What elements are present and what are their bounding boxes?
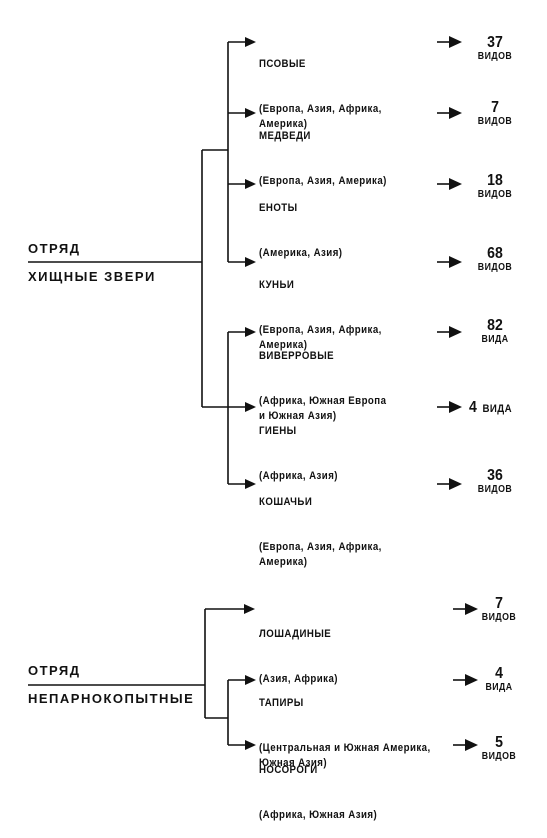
arrowhead-icon	[449, 256, 462, 268]
arrowhead-icon	[245, 257, 256, 267]
species-count-number: 7	[491, 99, 499, 116]
family-region: (Африка, Южная Европа и Южная Азия)	[259, 395, 387, 422]
family-block: ЕНОТЫ (Америка, Азия)	[259, 171, 342, 276]
species-count: 4 ВИДА	[475, 666, 523, 694]
species-count-number: 4	[495, 665, 503, 682]
species-count-unit: ВИДА	[485, 682, 513, 693]
arrowhead-icon	[449, 36, 462, 48]
species-count: 7 ВИДОВ	[475, 596, 523, 624]
family-name: ВИВЕРРОВЫЕ	[259, 350, 335, 362]
family-block: КОШАЧЬИ (Европа, Азия, Африка, Америка)	[259, 465, 382, 585]
arrowhead-icon	[245, 327, 256, 337]
family-block: ТАПИРЫ (Центральная и Южная Америка, Южн…	[259, 666, 431, 786]
species-count-unit: ВИДОВ	[477, 51, 513, 62]
family-name: КОШАЧЬИ	[259, 496, 313, 508]
family-region: (Африка, Южная Азия)	[259, 809, 378, 821]
family-block: ЛОШАДИНЫЕ (Азия, Африка)	[259, 597, 338, 702]
species-count-number: 68	[487, 245, 503, 262]
species-count-number: 4	[468, 399, 477, 416]
species-count-unit: ВИДОВ	[481, 751, 517, 762]
arrowhead-icon	[245, 179, 256, 189]
arrowhead-icon	[465, 603, 478, 615]
arrowhead-icon	[465, 674, 478, 686]
order-label: ОТРЯД	[28, 241, 81, 256]
species-count-unit: ВИДОВ	[477, 484, 513, 495]
family-region: (Европа, Азия, Африка, Америка)	[259, 541, 382, 568]
family-region: (Азия, Африка)	[259, 673, 338, 685]
family-name: ПСОВЫЕ	[259, 58, 306, 70]
species-count-unit: ВИДА	[481, 334, 509, 345]
species-count: 4 ВИДА	[469, 399, 512, 417]
species-count-number: 18	[487, 172, 503, 189]
family-block: МЕДВЕДИ (Европа, Азия, Америка)	[259, 99, 387, 204]
species-count: 68 ВИДОВ	[470, 246, 519, 274]
family-name: НОСОРОГИ	[259, 764, 318, 776]
species-count: 7 ВИДОВ	[470, 100, 519, 128]
species-count-unit: ВИДОВ	[477, 262, 513, 273]
species-count-unit: ВИДОВ	[477, 116, 513, 127]
family-block: ГИЕНЫ (Африка, Азия)	[259, 394, 338, 499]
species-count-unit: ВИДА	[482, 403, 513, 415]
family-name: ЕНОТЫ	[259, 202, 298, 214]
species-count: 82 ВИДА	[470, 318, 519, 346]
arrowhead-icon	[449, 178, 462, 190]
order-name: НЕПАРНОКОПЫТНЫЕ	[28, 691, 195, 706]
family-name: КУНЬИ	[259, 279, 295, 291]
family-region: (Америка, Азия)	[259, 247, 343, 259]
species-count: 36 ВИДОВ	[470, 468, 519, 496]
arrowhead-icon	[449, 107, 462, 119]
order-label: ОТРЯД	[28, 663, 81, 678]
family-region: (Европа, Азия, Африка, Америка)	[259, 103, 382, 130]
species-count-number: 36	[487, 467, 503, 484]
family-block: ПСОВЫЕ (Европа, Азия, Африка, Америка)	[259, 27, 382, 147]
arrowhead-icon	[245, 740, 256, 750]
species-count-unit: ВИДОВ	[481, 612, 517, 623]
family-name: ГИЕНЫ	[259, 425, 297, 437]
arrowhead-icon	[245, 108, 256, 118]
arrowhead-icon	[245, 37, 256, 47]
family-name: ТАПИРЫ	[259, 697, 304, 709]
species-count-unit: ВИДОВ	[477, 189, 513, 200]
species-count: 37 ВИДОВ	[470, 35, 519, 63]
family-block: ВИВЕРРОВЫЕ (Африка, Южная Европа и Южная…	[259, 319, 386, 439]
arrowhead-icon	[245, 675, 256, 685]
arrowhead-icon	[449, 478, 462, 490]
order-name: ХИЩНЫЕ ЗВЕРИ	[28, 269, 156, 284]
species-count: 18 ВИДОВ	[470, 173, 519, 201]
arrowhead-icon	[245, 402, 256, 412]
species-count-number: 7	[495, 595, 503, 612]
species-count-number: 37	[487, 34, 503, 51]
species-count: 5 ВИДОВ	[475, 735, 523, 763]
family-name: МЕДВЕДИ	[259, 130, 311, 142]
arrowhead-icon	[465, 739, 478, 751]
family-region: (Африка, Азия)	[259, 470, 338, 482]
family-region: (Центральная и Южная Америка, Южная Азия…	[259, 742, 431, 769]
arrowhead-icon	[449, 401, 462, 413]
tree-connectors	[28, 36, 478, 751]
family-block: КУНЬИ (Европа, Азия, Африка, Америка)	[259, 248, 382, 368]
arrowhead-icon	[244, 604, 255, 614]
arrowhead-icon	[245, 479, 256, 489]
species-count-number: 82	[487, 317, 503, 334]
species-count-number: 5	[495, 734, 503, 751]
family-block: НОСОРОГИ (Африка, Южная Азия)	[259, 733, 377, 838]
family-region: (Европа, Азия, Африка, Америка)	[259, 324, 382, 351]
family-region: (Европа, Азия, Америка)	[259, 175, 387, 187]
arrowhead-icon	[449, 326, 462, 338]
family-name: ЛОШАДИНЫЕ	[259, 628, 332, 640]
